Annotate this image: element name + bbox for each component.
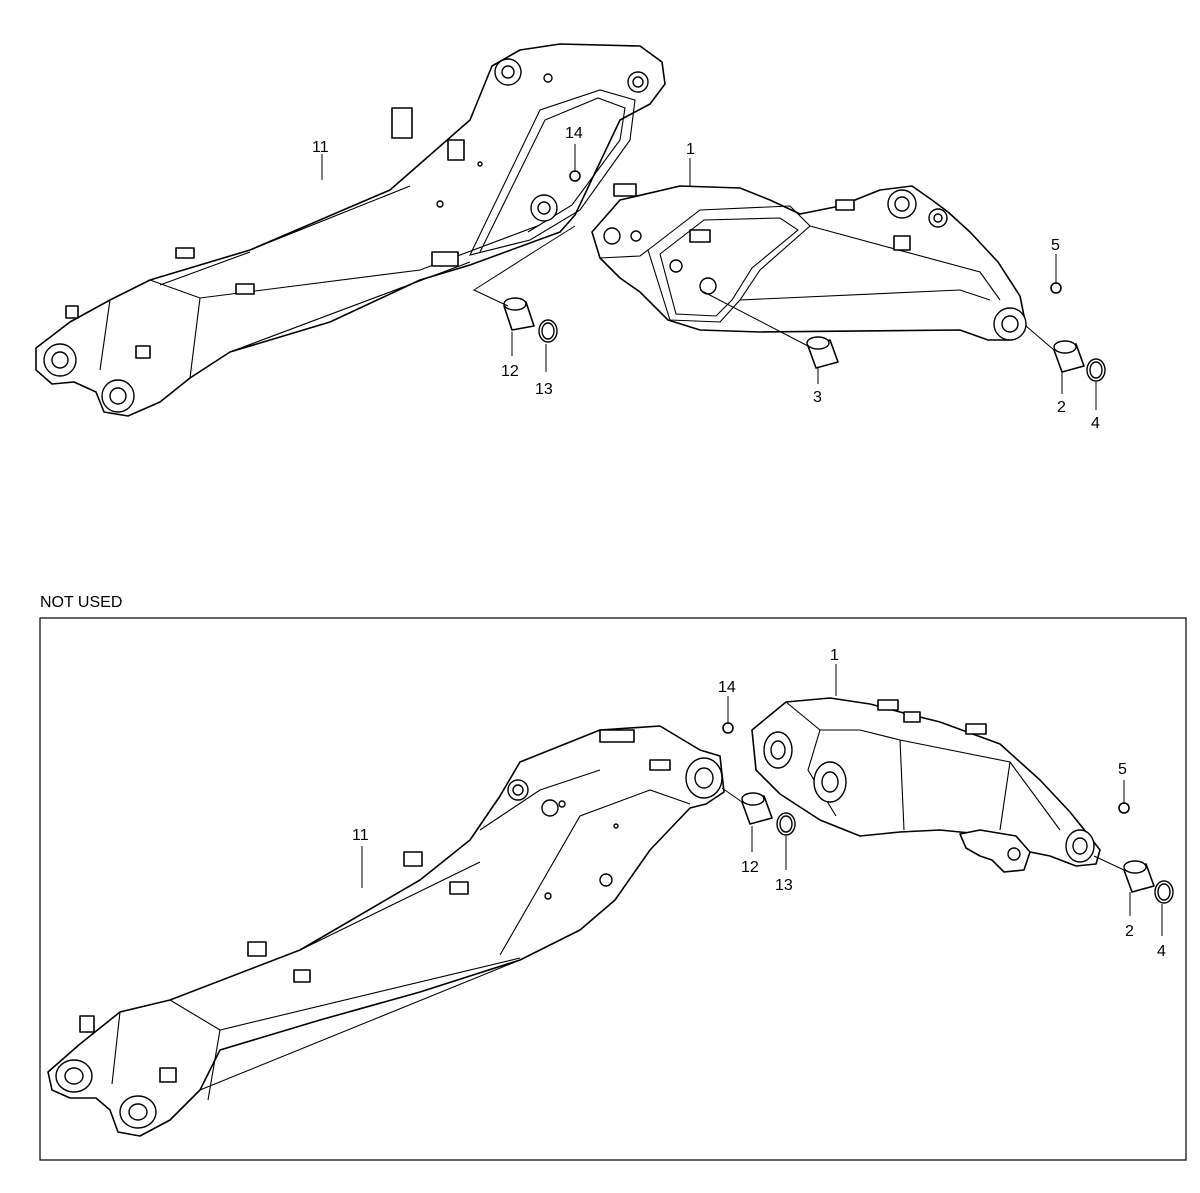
top-callout-3: 3 — [813, 389, 822, 406]
bottom-callout-14: 14 — [718, 679, 736, 696]
not-used-label: NOT USED — [40, 594, 123, 611]
top-callout-13: 13 — [535, 381, 553, 398]
not-used-frame — [39, 617, 1187, 1161]
bottom-callout-13: 13 — [775, 877, 793, 894]
bottom-callout-1: 1 — [830, 647, 839, 664]
bottom-fitting-5 — [1118, 802, 1130, 814]
bottom-callout-12: 12 — [741, 859, 759, 876]
top-callout-11: 11 — [312, 139, 329, 156]
top-bushing-3 — [806, 336, 839, 369]
top-callout-2: 2 — [1057, 399, 1066, 416]
bottom-arm — [47, 725, 725, 1137]
top-arm — [35, 43, 666, 417]
top-callout-12: 12 — [501, 363, 519, 380]
bottom-callout-4: 4 — [1157, 943, 1166, 960]
top-fitting-5 — [1050, 282, 1062, 294]
top-fitting-14 — [569, 170, 581, 182]
top-view: 11 14 1 5 12 13 3 2 4 — [35, 43, 1106, 432]
top-bushing-2 — [1053, 340, 1085, 373]
bottom-bushing-12 — [741, 792, 773, 825]
bottom-view: 1 14 5 11 12 13 2 4 — [47, 647, 1174, 1137]
bottom-bushing-2 — [1123, 860, 1155, 893]
top-callout-1: 1 — [686, 141, 695, 158]
top-callout-5: 5 — [1051, 237, 1060, 254]
top-callout-14: 14 — [565, 125, 583, 142]
bottom-boom — [751, 697, 1101, 873]
top-boom — [591, 183, 1027, 341]
top-bushing-12 — [503, 297, 535, 331]
bottom-fitting-14 — [722, 722, 734, 734]
bottom-callout-5: 5 — [1118, 761, 1127, 778]
top-callout-4: 4 — [1091, 415, 1100, 432]
bottom-callout-2: 2 — [1125, 923, 1134, 940]
bottom-callout-11: 11 — [352, 827, 369, 844]
